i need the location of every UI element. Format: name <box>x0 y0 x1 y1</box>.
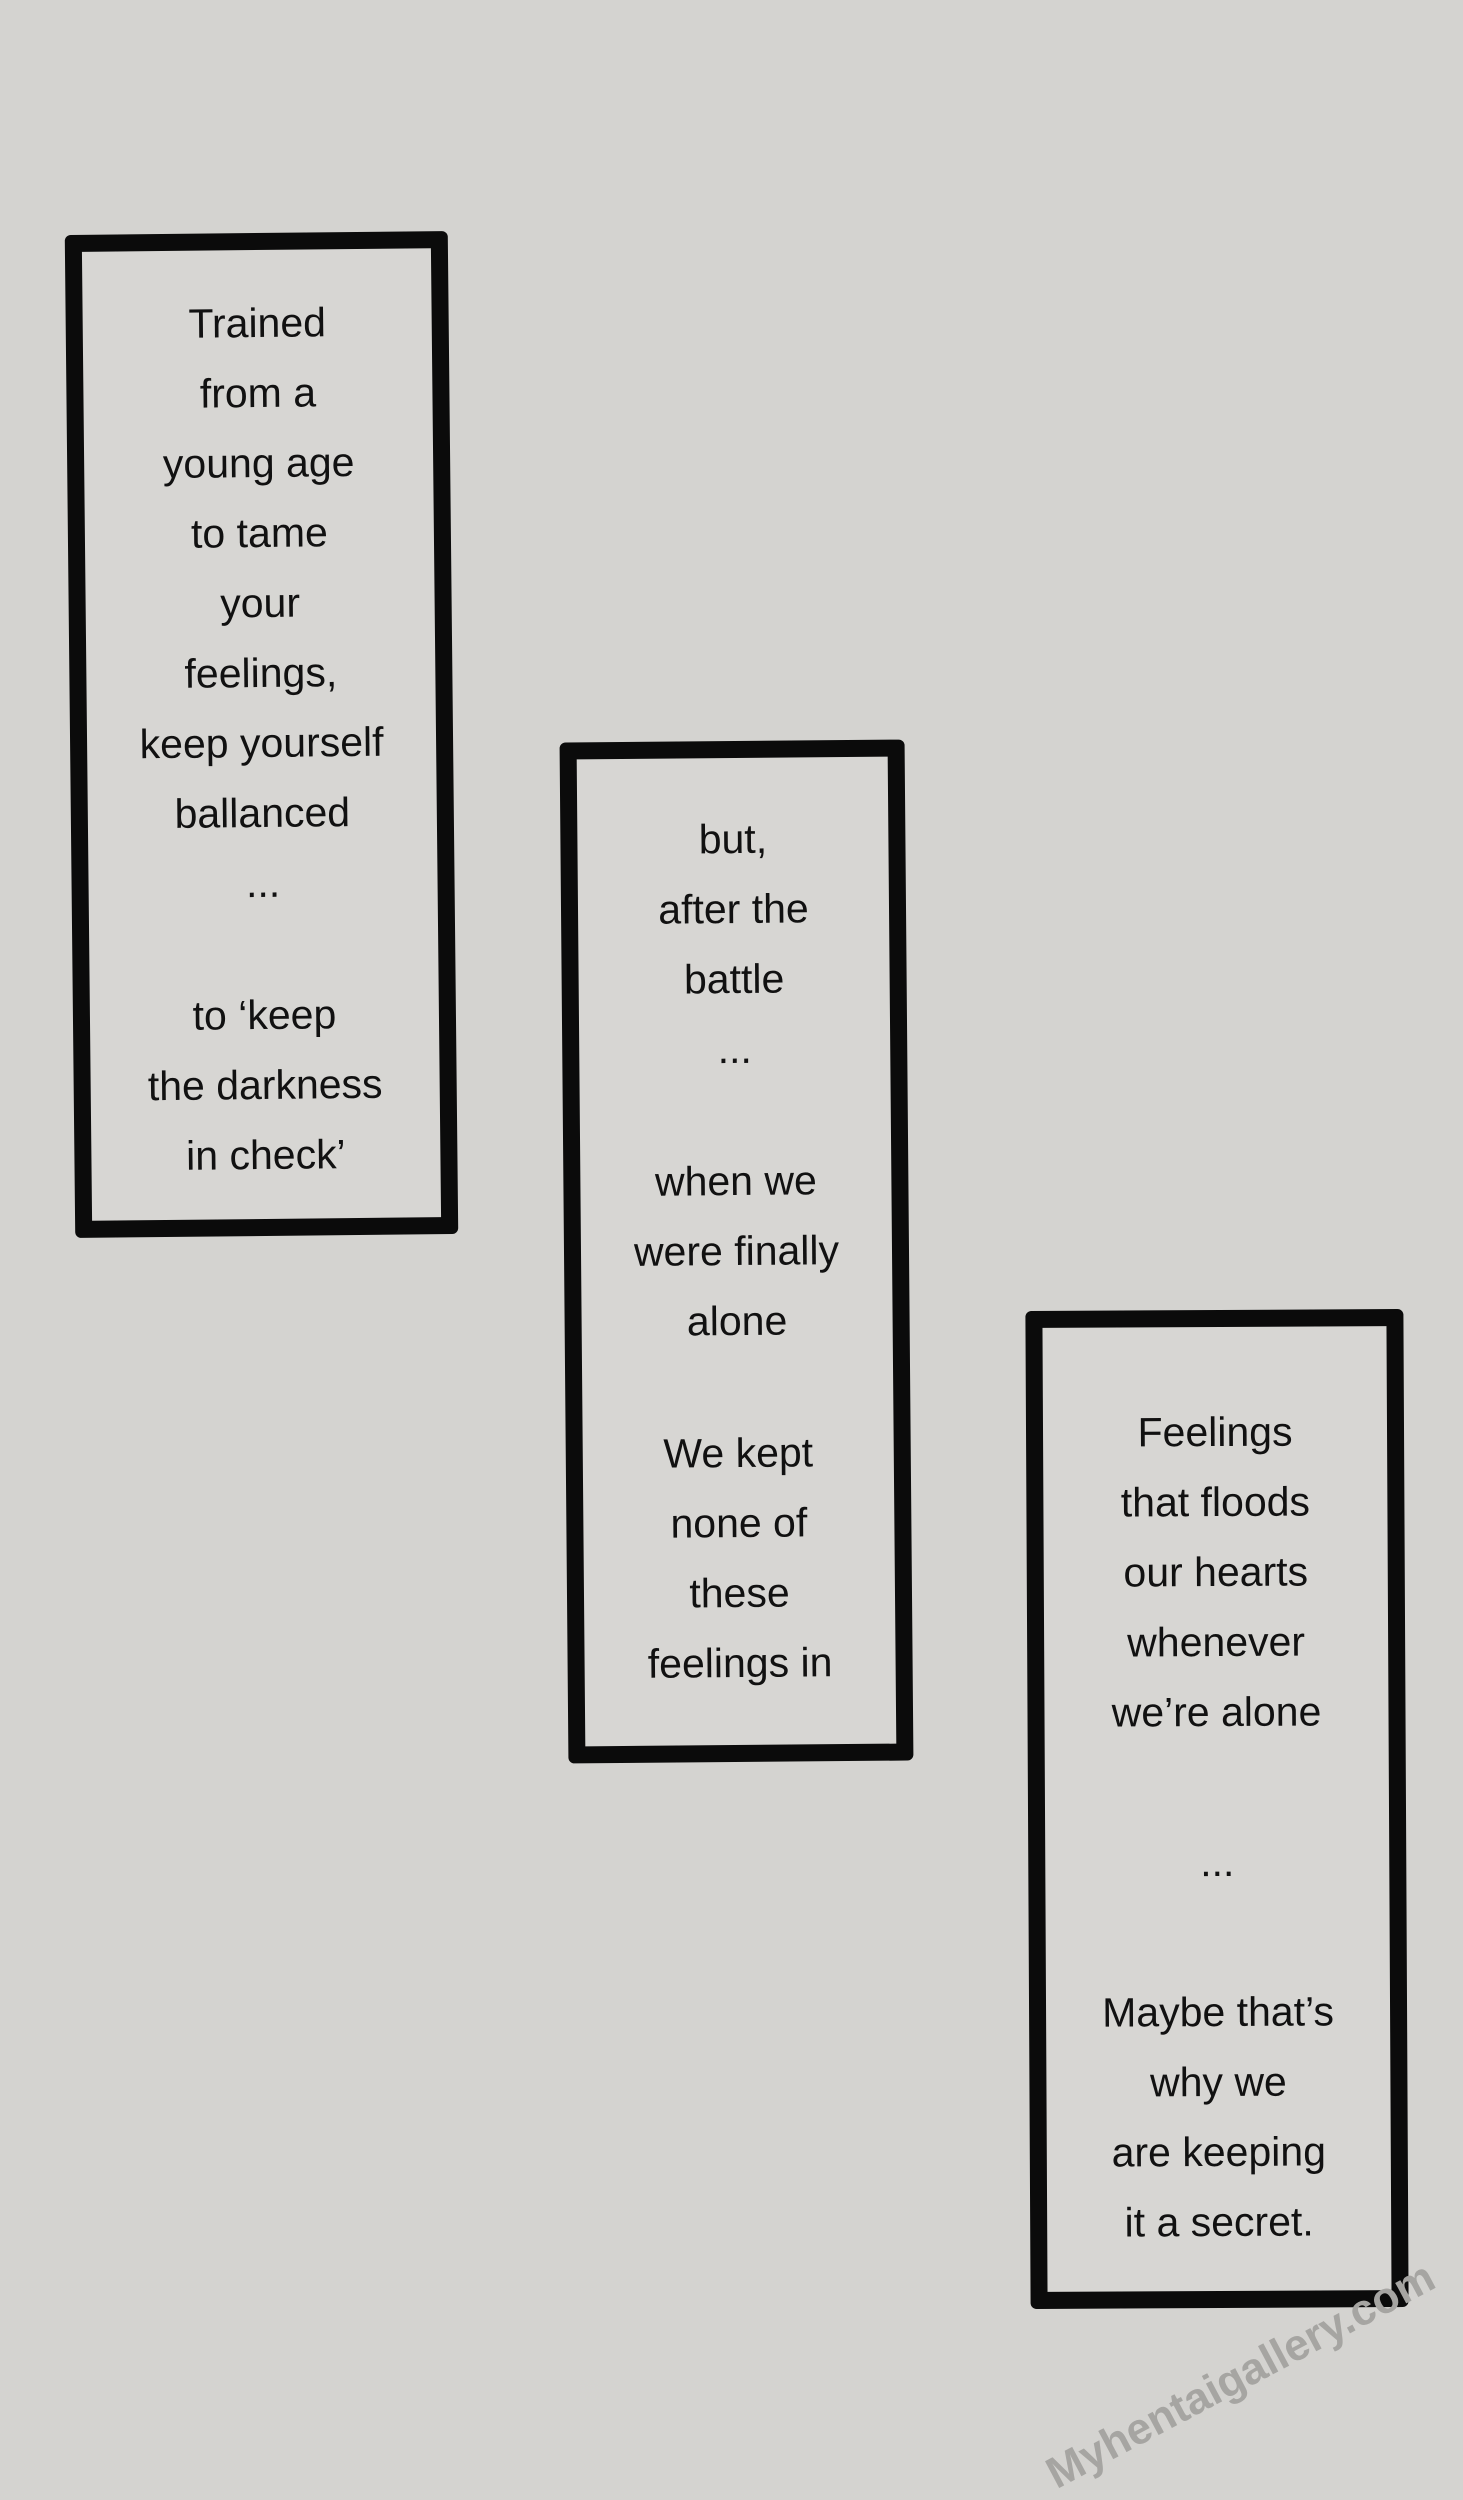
caption-stanza: Trained from a young age to tame your feeling… <box>82 286 438 920</box>
caption-stanza: Feelings that floods our hearts whenever we’… <box>1043 1396 1389 1748</box>
caption-line: the darkness <box>147 1060 383 1110</box>
caption-line: alone <box>686 1297 788 1345</box>
caption-line: to tame <box>190 509 328 557</box>
caption-stanza: to ‘keep the darkness in check’ <box>90 978 441 1192</box>
caption-line: your <box>219 579 301 627</box>
caption-line: ballanced <box>174 789 351 837</box>
caption-line: battle <box>683 955 785 1003</box>
caption-stanza: but, after the battle... <box>577 803 890 1086</box>
caption-box-3: Feelings that floods our hearts whenever we’… <box>1025 1309 1409 2309</box>
caption-line: were finally <box>633 1227 840 1275</box>
caption-line: young age <box>162 439 355 488</box>
caption-line: that floods <box>1120 1478 1311 1526</box>
caption-line: none of <box>670 1499 808 1547</box>
caption-line: Maybe that’s <box>1102 1988 1335 2036</box>
caption-line: whenever <box>1127 1618 1306 1666</box>
caption-line: these <box>689 1569 790 1617</box>
caption-line: ... <box>717 1025 753 1073</box>
caption-line: in check’ <box>185 1131 346 1179</box>
caption-line: from a <box>199 369 317 417</box>
caption-stanza: when we were finally alone <box>580 1145 893 1358</box>
caption-line: after the <box>658 885 809 933</box>
caption-box-2: but, after the battle... when we were finall… <box>559 739 914 1764</box>
caption-box-1: Trained from a young age to tame your feeling… <box>64 231 459 1238</box>
caption-stanza: We kept none of these feelings in <box>582 1417 895 1700</box>
caption-stanza: Maybe that’s why we are keeping it a secret… <box>1046 1976 1391 2258</box>
caption-line: ... <box>245 859 281 907</box>
caption-line: our hearts <box>1123 1548 1309 1596</box>
caption-line: are keeping <box>1111 2128 1327 2176</box>
caption-line: ... <box>1200 1838 1235 1886</box>
caption-line: feelings in <box>647 1639 833 1687</box>
caption-line: when we <box>654 1157 817 1205</box>
caption-line: but, <box>698 815 768 863</box>
caption-line: keep yourself <box>139 718 384 768</box>
caption-line: we’re alone <box>1111 1688 1322 1736</box>
caption-stanza: ... <box>1045 1826 1389 1898</box>
caption-line: We kept <box>663 1429 814 1477</box>
caption-line: Feelings <box>1137 1408 1293 1456</box>
caption-line: feelings, <box>184 649 338 697</box>
caption-line: why we <box>1149 2058 1287 2106</box>
caption-line: it a secret. <box>1124 2198 1314 2246</box>
caption-line: to ‘keep <box>192 991 337 1039</box>
caption-line: Trained <box>188 299 327 347</box>
